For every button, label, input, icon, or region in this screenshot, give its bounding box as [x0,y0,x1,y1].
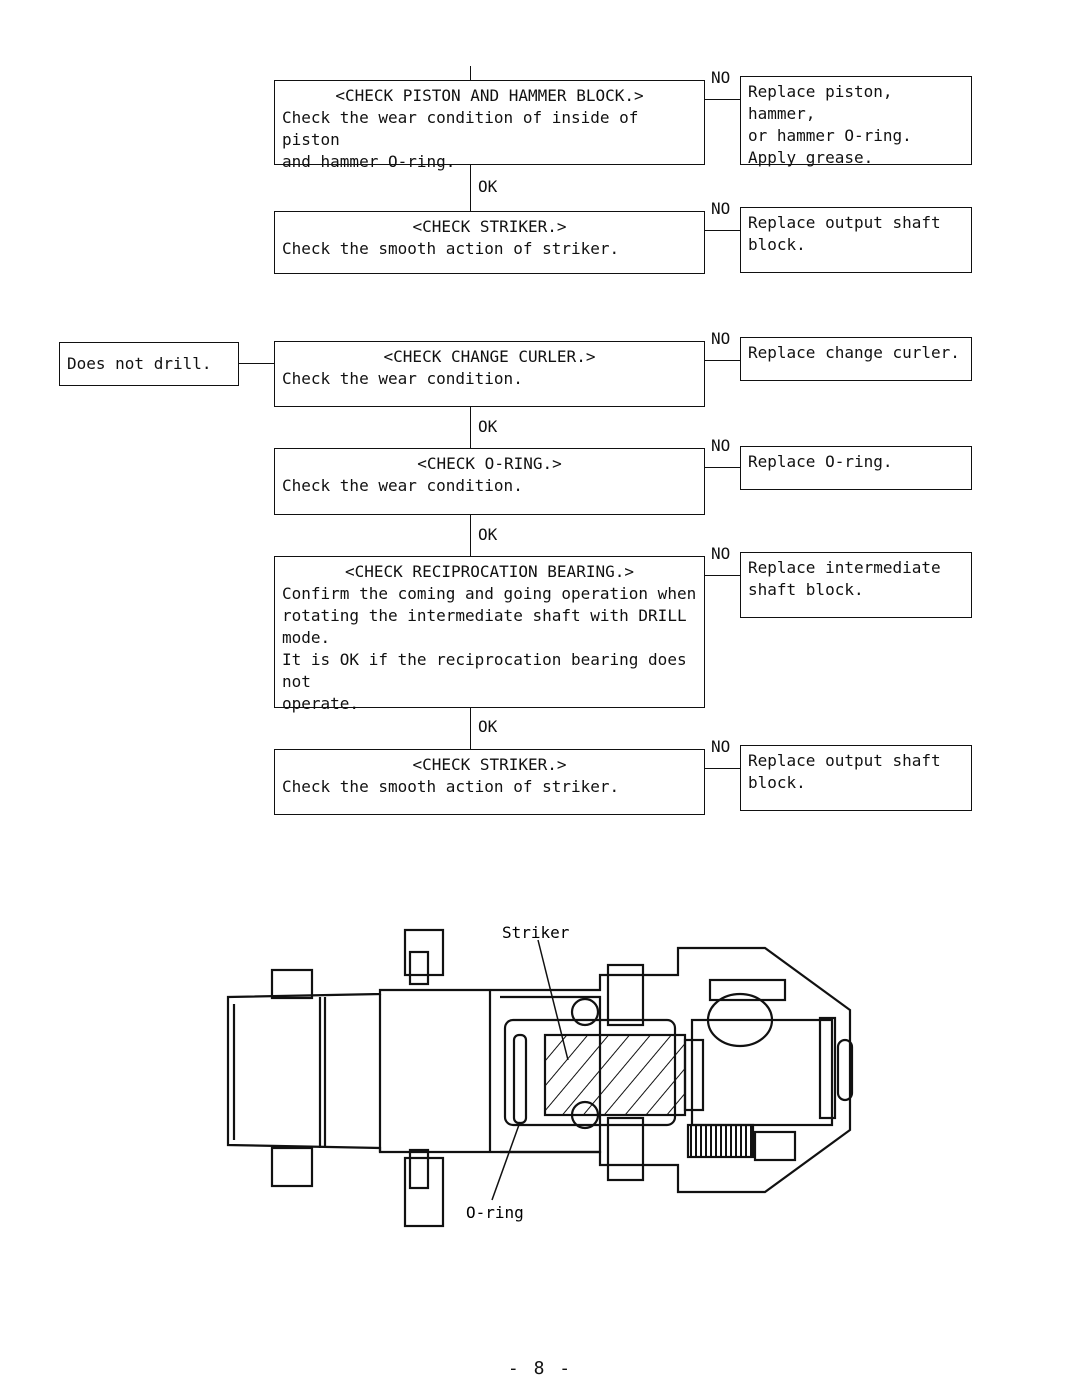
action-replace-change-curler-box: Replace change curler. [740,337,972,381]
symptom-connector [239,363,274,364]
ok-label: OK [478,525,498,544]
striker-label: Striker [502,923,570,942]
check-title: <CHECK O-RING.> [417,454,562,473]
gear-teeth [686,1123,755,1159]
no-label: NO [711,199,731,218]
check-piston-hammer-box: <CHECK PISTON AND HAMMER BLOCK.> Check t… [274,80,705,171]
no-connector [705,230,740,231]
ok-connector [470,165,471,211]
check-body: Check the wear condition. [282,476,523,495]
no-connector [705,467,740,468]
ok-label: OK [478,717,498,736]
action-replace-output-shaft-box: Replace output shaft block. [740,207,972,273]
action-replace-intermediate-shaft-box: Replace intermediate shaft block. [740,552,972,618]
check-striker-2-box: <CHECK STRIKER.> Check the smooth action… [274,749,705,815]
check-change-curler-box: <CHECK CHANGE CURLER.> Check the wear co… [274,341,705,407]
check-title: <CHECK PISTON AND HAMMER BLOCK.> [335,86,644,105]
check-title: <CHECK CHANGE CURLER.> [383,347,596,366]
no-connector [705,360,740,361]
action-text: Replace change curler. [748,343,960,362]
no-label: NO [711,436,731,455]
ok-connector [470,708,471,749]
bottom-clamp [270,1146,314,1188]
action-text: Replace output shaft block. [748,213,941,254]
no-label: NO [711,68,731,87]
action-replace-output-shaft-2-box: Replace output shaft block. [740,745,972,811]
check-title: <CHECK RECIPROCATION BEARING.> [345,562,634,581]
no-connector [705,768,740,769]
check-body: Check the wear condition of inside of pi… [282,108,639,171]
lower-block [606,1116,645,1182]
no-connector [705,575,740,576]
check-body: Confirm the coming and going operation w… [282,584,697,713]
housing-outline [226,946,852,1194]
check-body: Check the smooth action of striker. [282,239,620,258]
page-number: - 8 - [507,1358,573,1379]
ok-connector [470,515,471,556]
action-text: Replace output shaft block. [748,751,941,792]
top-clamp [270,968,314,1000]
symptom-does-not-drill-box: Does not drill. [59,342,239,386]
no-connector [705,99,740,100]
check-title: <CHECK STRIKER.> [412,217,567,236]
striker-cross-section-drawing: Striker O-ring [226,923,854,1228]
check-striker-box: <CHECK STRIKER.> Check the smooth action… [274,211,705,274]
no-label: NO [711,544,731,563]
action-text: Replace O-ring. [748,452,893,471]
striker-body [543,1033,687,1117]
ok-label: OK [478,177,498,196]
check-o-ring-box: <CHECK O-RING.> Check the wear condition… [274,448,705,515]
oring-leader [491,1121,521,1201]
symptom-text: Does not drill. [67,354,212,373]
ok-connector [470,407,471,448]
output-shaft-bore [690,1018,834,1127]
ball [570,997,600,1027]
check-reciprocation-bearing-box: <CHECK RECIPROCATION BEARING.> Confirm t… [274,556,705,713]
striker-leader [537,939,569,1061]
top-mount [403,928,445,977]
upper-block [606,963,645,1027]
entry-connector [470,66,471,80]
no-label: NO [711,329,731,348]
action-text: Replace piston, hammer, or hammer O-ring… [748,82,912,167]
action-replace-piston-box: Replace piston, hammer, or hammer O-ring… [740,76,972,167]
oring-label: O-ring [466,1203,524,1222]
check-title: <CHECK STRIKER.> [412,755,567,774]
bearing [706,992,774,1048]
bottom-mount [403,1156,445,1228]
ok-label: OK [478,417,498,436]
action-text: Replace intermediate shaft block. [748,558,941,599]
check-body: Check the smooth action of striker. [282,777,620,796]
side-slot [836,1038,854,1102]
o-ring-groove [512,1033,528,1125]
action-replace-o-ring-box: Replace O-ring. [740,446,972,490]
no-label: NO [711,737,731,756]
check-body: Check the wear condition. [282,369,523,388]
